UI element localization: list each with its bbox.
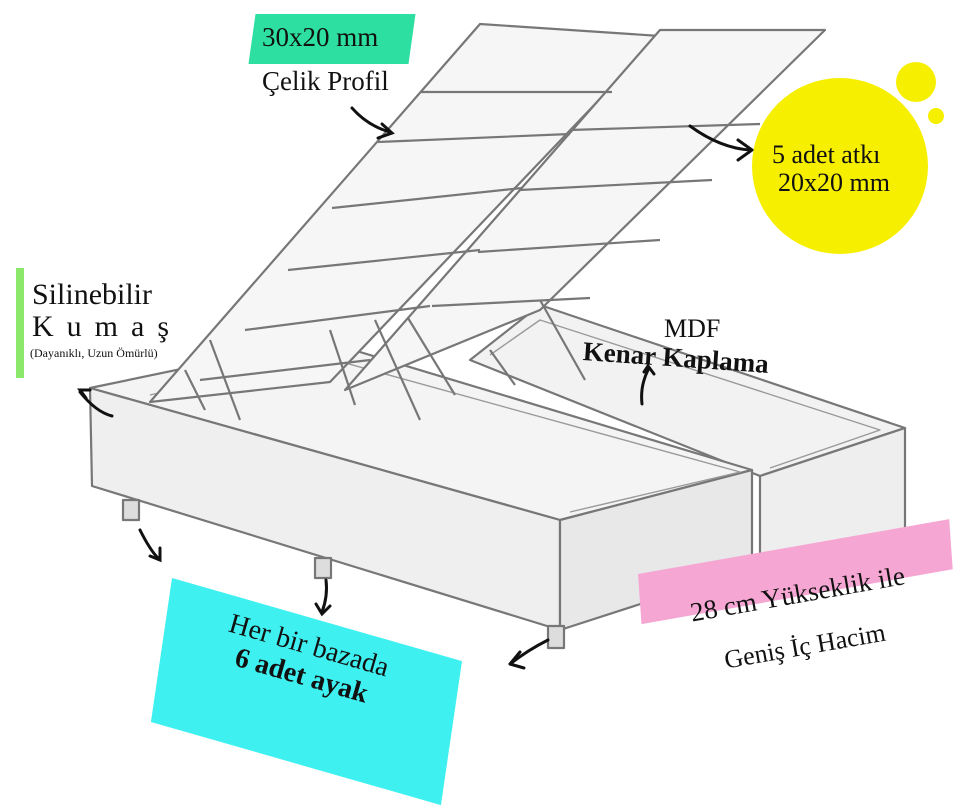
fabric-highlight xyxy=(16,268,24,378)
leg xyxy=(546,624,566,650)
fabric-note-label: (Dayanıklı, Uzun Ömürlü) xyxy=(30,346,158,360)
slats-highlight-dot xyxy=(928,108,944,124)
slats-highlight xyxy=(752,78,928,254)
leg xyxy=(313,556,333,580)
bed-base-sketch xyxy=(88,22,907,650)
slats-highlight-dot xyxy=(896,62,936,102)
slats-size-label: 20x20 mm xyxy=(778,168,890,197)
slats-count-label: 5 adet atkı xyxy=(772,140,881,169)
edge-material-label: MDF xyxy=(664,314,721,343)
product-illustration: 30x20 mm Çelik Profil 5 adet atkı 20x20 … xyxy=(16,14,953,805)
fabric-subtitle-label: Kumaş xyxy=(32,310,182,343)
profile-size-label: 30x20 mm xyxy=(262,22,379,52)
profile-material-label: Çelik Profil xyxy=(262,66,389,96)
leg xyxy=(121,498,141,522)
right-lid-frame xyxy=(343,28,827,392)
fabric-title-label: Silinebilir xyxy=(32,278,152,311)
arrow-icon xyxy=(77,106,755,670)
